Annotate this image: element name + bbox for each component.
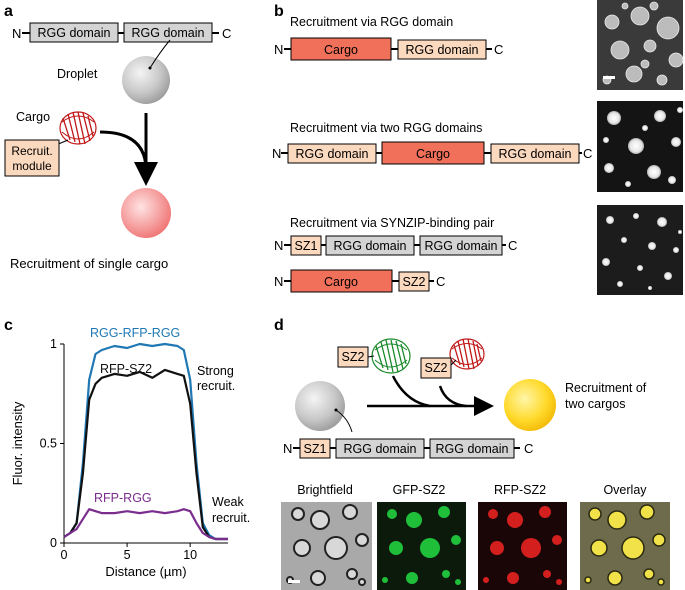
recruited-droplet — [121, 188, 171, 238]
c-terminus: C — [222, 26, 231, 41]
rgg-domain-label: RGG domain — [132, 26, 205, 40]
row1-title: Recruitment via RGG domain — [290, 15, 453, 29]
brightfield-label: Brightfield — [297, 483, 353, 497]
rgg-domain-label: RGG domain — [296, 147, 369, 161]
n-terminus: N — [12, 26, 21, 41]
panel-b-label: b — [274, 3, 284, 20]
series-line — [63, 508, 228, 541]
row2-title: Recruitment via two RGG domains — [290, 121, 482, 135]
micrograph-two-rgg — [597, 101, 683, 192]
cargo-box-label: Cargo — [324, 43, 358, 57]
rgg-domain-label: RGG domain — [334, 239, 407, 253]
panel-b: b Recruitment via RGG domain N Cargo RGG… — [272, 0, 684, 295]
rfp-label: RFP-SZ2 — [494, 483, 546, 497]
result-label: Recruitment of — [565, 381, 647, 395]
rgg-domain-label: RGG domain — [436, 442, 509, 456]
sz2-label: SZ2 — [425, 361, 448, 375]
rgg-domain-label: RGG domain — [344, 442, 417, 456]
cargo-box-label: Cargo — [416, 147, 450, 161]
row3-title: Recruitment via SYNZIP-binding pair — [290, 216, 494, 230]
series-line — [63, 368, 228, 541]
micrograph-gfp — [377, 502, 466, 590]
c-terminus: C — [494, 42, 503, 57]
sz2-box — [420, 357, 452, 379]
n-terminus: N — [274, 238, 283, 253]
c-terminus: C — [524, 441, 533, 456]
sz2-label: SZ2 — [342, 350, 365, 364]
sz1-label: SZ1 — [304, 442, 327, 456]
panel-a-label: a — [4, 3, 13, 20]
panel-d-label: d — [274, 317, 284, 334]
panel-d: d SZ2 SZ2 Recruitment of two cargos N — [274, 317, 670, 590]
c-terminus: C — [583, 146, 592, 161]
series-label: RGG-RFP-RGG — [90, 326, 180, 340]
cargo-protein-icon — [59, 111, 97, 145]
y-tick-label: 0.5 — [40, 437, 57, 451]
rgg-domain-label: RGG domain — [425, 239, 498, 253]
panel-c-label: c — [4, 317, 13, 334]
rgg-domain-label: RGG domain — [499, 147, 572, 161]
droplet — [295, 381, 345, 431]
series-label: RFP-SZ2 — [100, 362, 152, 376]
x-tick-label: 0 — [61, 548, 68, 562]
recruit-module-label: module — [12, 159, 52, 173]
annotation-strong: recruit. — [197, 379, 235, 393]
micrograph-rgg — [597, 0, 684, 90]
x-tick-label: 5 — [124, 548, 131, 562]
rfp-protein-icon — [449, 338, 485, 370]
micrograph-synzip — [597, 205, 683, 295]
y-tick-label: 1 — [50, 337, 57, 351]
recruited-droplet — [504, 379, 556, 431]
rgg-domain-label: RGG domain — [38, 26, 111, 40]
annotation-strong: Strong — [197, 364, 234, 378]
n-terminus: N — [283, 441, 292, 456]
annotation-weak: recruit. — [212, 511, 250, 525]
sz2-label: SZ2 — [403, 275, 426, 289]
panel-a: a N RGG domain RGG domain C Droplet Carg… — [4, 3, 231, 271]
recruit-module-box — [4, 139, 60, 177]
gfp-label: GFP-SZ2 — [393, 483, 446, 497]
x-axis-label: Distance (µm) — [105, 564, 186, 579]
n-terminus: N — [272, 146, 281, 161]
overlay-label: Overlay — [603, 483, 647, 497]
droplet-label: Droplet — [57, 67, 98, 81]
micrograph-brightfield — [281, 502, 372, 590]
y-axis-label: Fluor. intensity — [10, 401, 25, 485]
micrograph-rfp — [478, 502, 567, 590]
panel-a-caption: Recruitment of single cargo — [10, 256, 168, 271]
rgg-domain-label: RGG domain — [406, 43, 479, 57]
n-terminus: N — [274, 274, 283, 289]
recruit-module-label: Recruit. — [11, 144, 52, 158]
droplet — [122, 56, 170, 104]
y-tick-label: 0 — [50, 536, 57, 550]
cargo-label: Cargo — [16, 110, 50, 124]
n-terminus: N — [274, 42, 283, 57]
c-terminus: C — [436, 274, 445, 289]
gfp-protein-icon — [371, 338, 411, 374]
c-terminus: C — [508, 238, 517, 253]
result-label: two cargos — [565, 397, 625, 411]
sz1-label: SZ1 — [295, 239, 318, 253]
annotation-weak: Weak — [212, 495, 244, 509]
micrograph-overlay — [580, 502, 670, 590]
x-tick-label: 10 — [183, 548, 197, 562]
cargo-box-label: Cargo — [324, 275, 358, 289]
series-label: RFP-RGG — [94, 491, 152, 505]
